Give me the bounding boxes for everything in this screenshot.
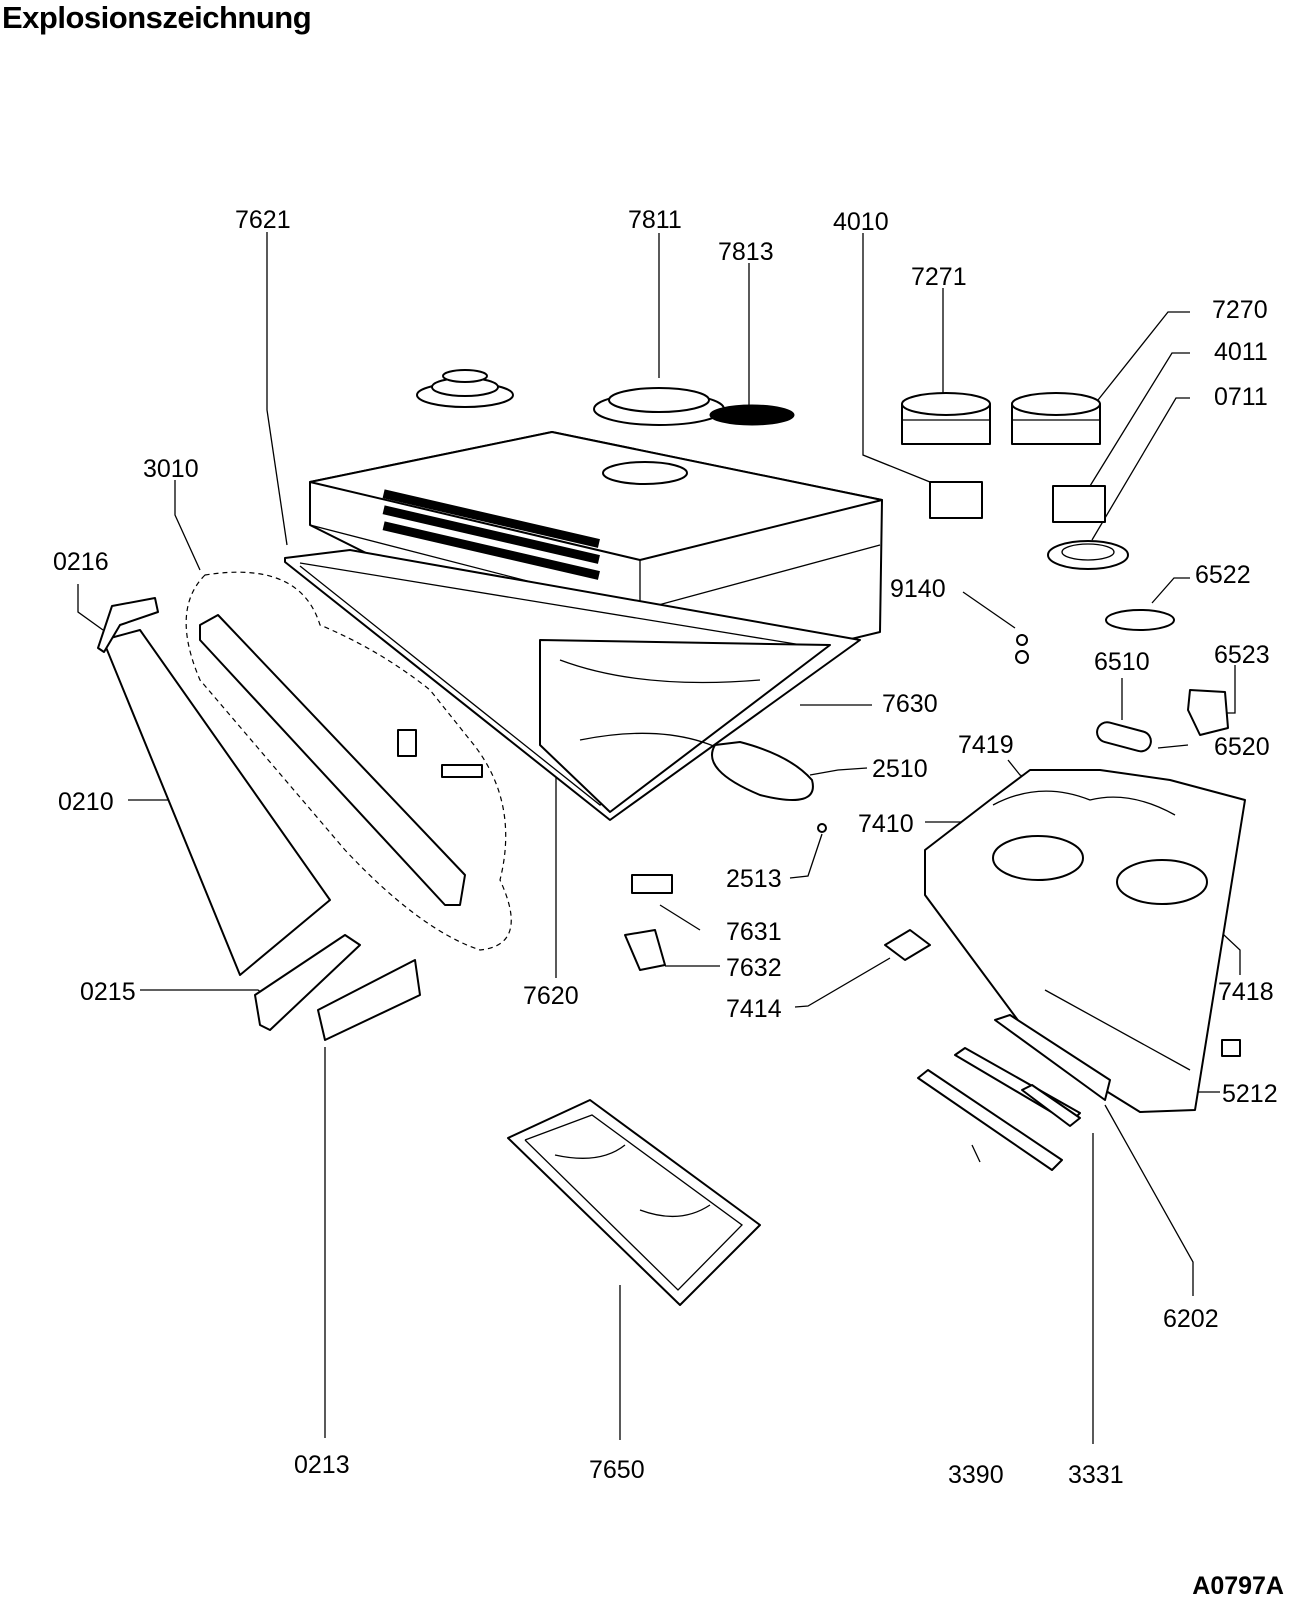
clip-7632	[624, 929, 666, 971]
group-outline	[185, 571, 512, 951]
ring-7811	[593, 387, 725, 426]
lamp-holder	[1187, 689, 1229, 736]
clip-0216	[97, 597, 159, 653]
part-label-7811: 7811	[628, 206, 682, 234]
collar-left	[416, 369, 514, 408]
part-label-4010: 4010	[833, 208, 889, 236]
drawing-code: A0797A	[1192, 1572, 1284, 1600]
switch-block	[317, 959, 421, 1041]
page-title: Explosionszeichnung	[2, 0, 312, 35]
part-label-7419: 7419	[958, 731, 1014, 759]
part-label-3390: 3390	[948, 1461, 1004, 1489]
part-label-7621: 7621	[235, 206, 291, 234]
nut-9140-a	[1016, 634, 1028, 646]
part-label-7813: 7813	[718, 238, 774, 266]
small-clip-a	[397, 729, 417, 757]
carbon-filter-7270	[1011, 392, 1101, 445]
motor-4010	[929, 481, 983, 519]
seal-7813	[709, 404, 795, 426]
filter-frame	[284, 549, 861, 821]
connector-5212	[1221, 1039, 1241, 1057]
fan-housing	[924, 769, 1246, 1113]
switch-strip-3390	[917, 1069, 1063, 1171]
small-clip-b	[441, 764, 483, 778]
part-label-3010: 3010	[143, 455, 199, 483]
side-cap	[254, 934, 361, 1031]
part-label-0210: 0210	[58, 788, 114, 816]
part-label-7631: 7631	[726, 918, 782, 946]
lamp-cover	[1105, 609, 1175, 631]
part-label-2513: 2513	[726, 865, 782, 893]
part-label-7414: 7414	[726, 995, 782, 1023]
vent-slots	[382, 489, 600, 580]
part-label-7632: 7632	[726, 954, 782, 982]
part-label-6522: 6522	[1195, 561, 1251, 589]
part-label-0216: 0216	[53, 548, 109, 576]
motor-4011	[1052, 485, 1106, 523]
fan-0711	[1047, 540, 1129, 570]
part-label-4011: 4011	[1214, 338, 1268, 366]
front-trim-bar	[199, 614, 466, 906]
part-label-7410: 7410	[858, 810, 914, 838]
part-label-0213: 0213	[294, 1451, 350, 1479]
part-label-0711: 0711	[1214, 383, 1268, 411]
part-label-7650: 7650	[589, 1456, 645, 1484]
circuit-board-6202	[994, 1014, 1111, 1101]
plate-7414	[884, 929, 931, 961]
grease-filter-7650	[507, 1099, 761, 1306]
part-label-6523: 6523	[1214, 641, 1270, 669]
part-label-7270: 7270	[1212, 296, 1268, 324]
part-label-3331: 3331	[1068, 1461, 1124, 1489]
part-label-7630: 7630	[882, 690, 938, 718]
part-label-7418: 7418	[1218, 978, 1274, 1006]
light-cover-2510	[711, 741, 814, 801]
part-label-7620: 7620	[523, 982, 579, 1010]
part-label-5212: 5212	[1222, 1080, 1278, 1108]
part-label-9140: 9140	[890, 575, 946, 603]
nut-9140-b	[1015, 650, 1029, 664]
screw-2513	[817, 823, 827, 833]
switch-strip-3331	[1021, 1084, 1081, 1127]
carbon-filter-7271	[901, 392, 991, 445]
part-labels: 7621 7811 7813 4010 7271 7270 4011 0711 …	[53, 206, 1278, 1489]
part-label-0215: 0215	[80, 978, 136, 1006]
part-label-2510: 2510	[872, 755, 928, 783]
part-label-6520: 6520	[1214, 733, 1270, 761]
lamp-6510	[1096, 721, 1152, 753]
clip-7631	[631, 874, 673, 894]
part-label-6202: 6202	[1163, 1305, 1219, 1333]
part-label-7271: 7271	[911, 263, 967, 291]
glass-panel	[102, 629, 331, 976]
part-label-6510: 6510	[1094, 648, 1150, 676]
